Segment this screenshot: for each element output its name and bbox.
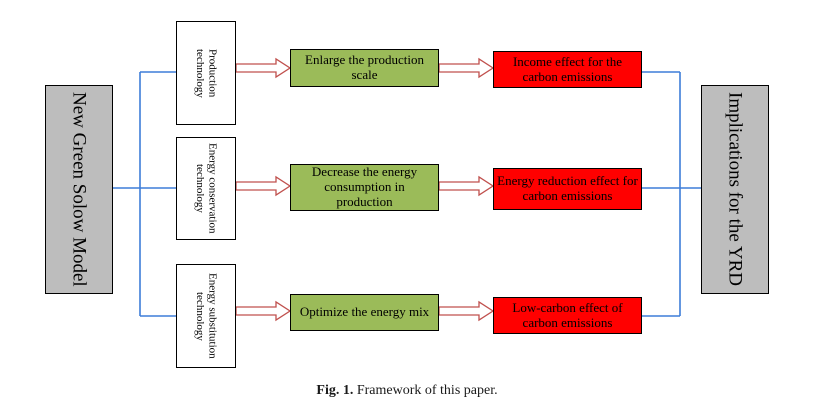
arrow-tech-to-action-2 bbox=[235, 175, 292, 197]
effect-box-income: Income effect for the carbon emissions bbox=[493, 51, 642, 88]
figure-caption: Fig. 1. Framework of this paper. bbox=[0, 383, 814, 399]
model-box-label: New Green Solow Model bbox=[68, 92, 90, 287]
effect-label-reduction: Energy reduction effect for carbon emiss… bbox=[497, 173, 638, 203]
caption-text: Framework of this paper. bbox=[356, 383, 498, 398]
effect-box-low-carbon: Low-carbon effect of carbon emissions bbox=[493, 297, 642, 334]
implications-box: Implications for the YRD bbox=[701, 85, 769, 294]
model-box: New Green Solow Model bbox=[45, 85, 113, 294]
arrow-tech-to-action-1 bbox=[235, 57, 292, 79]
tech-label-conservation: Energy conservation technology bbox=[194, 143, 219, 234]
tech-label-substitution: Energy substitution technology bbox=[194, 273, 219, 359]
tech-box-production: Production technology bbox=[176, 21, 236, 125]
tech-label-production: Production technology bbox=[194, 48, 219, 98]
tech-box-substitution: Energy substitution technology bbox=[176, 264, 236, 368]
arrow-action-to-effect-2 bbox=[438, 175, 495, 197]
action-box-mix: Optimize the energy mix bbox=[290, 294, 439, 331]
arrow-tech-to-action-3 bbox=[235, 300, 292, 322]
action-label-consumption: Decrease the energy consumption in produ… bbox=[311, 164, 418, 209]
effect-label-low-carbon: Low-carbon effect of carbon emissions bbox=[512, 299, 623, 330]
caption-label: Fig. 1. bbox=[316, 383, 354, 398]
implications-box-label: Implications for the YRD bbox=[724, 92, 746, 287]
effect-box-reduction: Energy reduction effect for carbon emiss… bbox=[493, 168, 642, 210]
arrow-action-to-effect-1 bbox=[438, 57, 495, 79]
action-label-mix: Optimize the energy mix bbox=[299, 304, 430, 320]
tech-box-conservation: Energy conservation technology bbox=[176, 137, 236, 240]
arrow-action-to-effect-3 bbox=[438, 300, 495, 322]
action-box-scale: Enlarge the production scale bbox=[290, 49, 439, 87]
action-box-consumption: Decrease the energy consumption in produ… bbox=[290, 164, 439, 211]
effect-label-income: Income effect for the carbon emissions bbox=[512, 53, 623, 84]
action-label-scale: Enlarge the production scale bbox=[305, 52, 424, 82]
